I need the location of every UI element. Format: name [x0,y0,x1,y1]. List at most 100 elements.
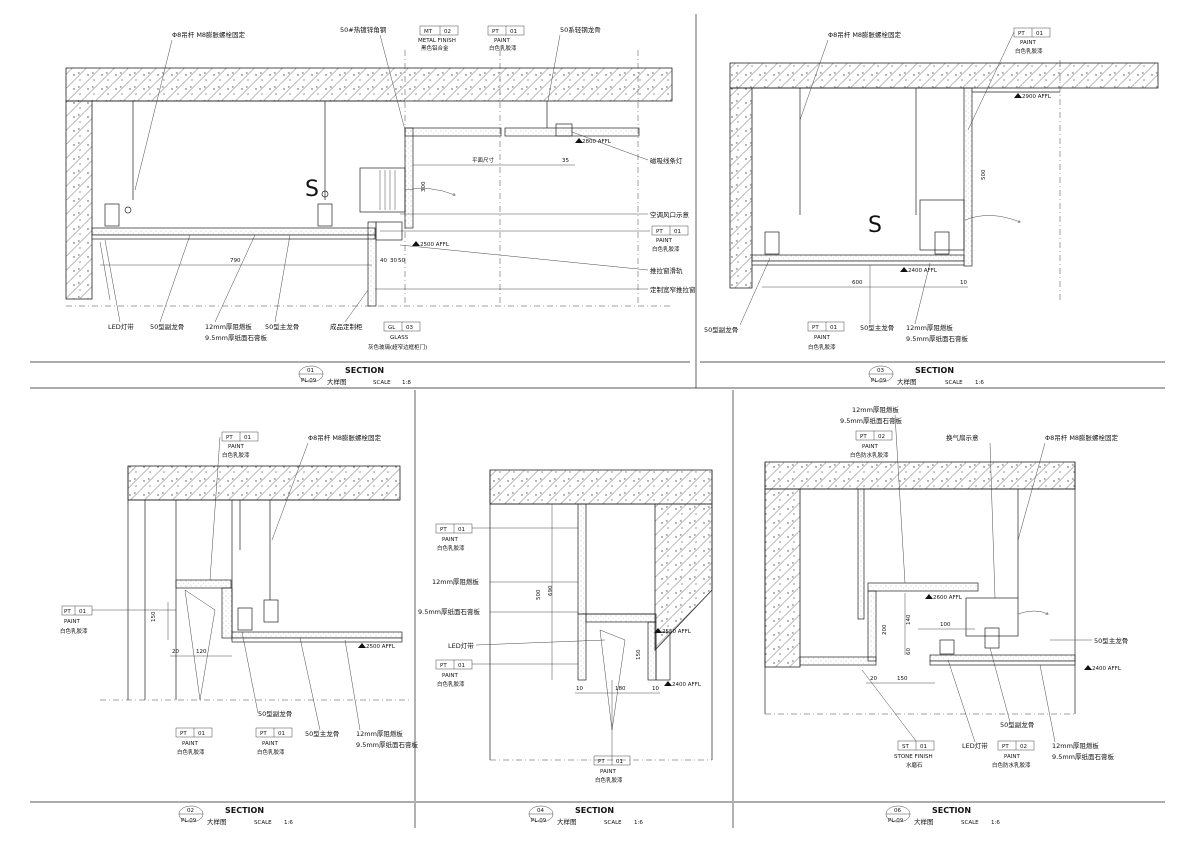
note-gypsum-06b: 9.5mm厚纸面石膏板 [1052,752,1115,761]
svg-text:01: 01 [830,325,837,331]
svg-text:大样图: 大样图 [327,377,347,386]
dim-180-04: 180 [615,686,626,692]
slab-01 [65,67,673,102]
svg-text:PL-09: PL-09 [181,818,197,824]
svg-text:01: 01 [920,744,927,750]
svg-text:白色乳胶漆: 白色乳胶漆 [595,776,623,784]
svg-text:PT: PT [64,609,71,615]
level-03-a: 2900 AFFL [1022,94,1052,100]
dim-10: 10 [960,280,967,286]
note-steel-keel: 50系轻钢龙骨 [560,25,601,34]
tag-st-01: ST 01 STONE FINISH 水磨石 [894,740,935,769]
svg-text:白色乳胶漆: 白色乳胶漆 [489,44,517,52]
symbol-s-01: S [305,177,319,202]
svg-text:04: 04 [537,808,544,814]
svg-text:1:6: 1:6 [634,820,643,826]
dim-60-06: 60 [906,648,912,655]
svg-text:SCALE: SCALE [604,820,622,826]
svg-text:黑色铝合金: 黑色铝合金 [421,44,449,52]
svg-text:PL-09: PL-09 [531,818,547,824]
note-sub-keel-01: 50型副龙骨 [150,322,184,331]
svg-text:PL-09: PL-09 [301,378,317,384]
svg-text:06: 06 [894,808,901,814]
svg-text:02: 02 [878,434,885,440]
svg-text:SCALE: SCALE [945,380,963,386]
note-board-12-06b: 12mm厚阻燃板 [1052,741,1099,750]
dim-20-06: 20 [870,676,877,682]
note-led-06: LED灯带 [962,741,988,750]
svg-text:SECTION: SECTION [225,806,264,815]
svg-text:SECTION: SECTION [932,806,971,815]
title-block-02: 02 PL-09 SECTION 大样图 SCALE 1:6 [30,801,414,826]
svg-text:03: 03 [406,325,413,331]
dim-500-04: 500 [536,589,542,600]
level-01-a: 2800 AFFL [582,139,612,145]
note-exhaust-fan: 换气扇示意 [946,433,979,442]
svg-text:METAL FINISH: METAL FINISH [418,38,456,44]
svg-text:白色乳胶漆: 白色乳胶漆 [222,451,250,459]
dim-10-04: 10 [576,686,583,692]
svg-text:白色乳胶漆: 白色乳胶漆 [437,544,465,552]
note-board-12-02: 12mm厚阻燃板 [356,729,403,738]
svg-text:大样图: 大样图 [207,817,227,826]
dim-150-02: 150 [151,611,157,622]
note-hanger-03: Φ8吊杆 M8膨胀螺栓固定 [828,30,902,39]
svg-text:水磨石: 水磨石 [906,761,923,769]
svg-text:1:6: 1:6 [975,380,984,386]
tag-pt-01-side: PT 01 PAINT 白色乳胶漆 [651,225,689,253]
note-led-01: LED灯带 [108,322,134,331]
svg-text:MT: MT [424,29,433,35]
svg-text:白色乳胶漆: 白色乳胶漆 [652,245,680,253]
svg-text:1:6: 1:6 [284,820,293,826]
title-block-06: 06 PL-09 SECTION 大样图 SCALE 1:6 [734,801,1165,826]
tag-pt-04-a: PT 01 PAINT 白色乳胶漆 [435,523,473,552]
dim-35: 35 [562,158,569,164]
dim-600: 600 [852,280,863,286]
title-block-03: 03 PL-09 SECTION 大样图 SCALE 1:6 [700,361,1165,386]
note-hanger-01: Φ8吊杆 M8膨胀螺栓固定 [172,30,246,39]
note-gypsum-01: 9.5mm厚纸面石膏板 [205,333,268,342]
tag-pt-02-left: PT 01 PAINT 白色乳胶漆 [60,605,93,635]
tag-pt-04-b: PT 01 PAINT 白色乳胶漆 [435,659,473,688]
svg-text:PAINT: PAINT [228,444,244,450]
note-gypsum-03: 9.5mm厚纸面石膏板 [906,334,969,343]
svg-text:PT: PT [656,229,663,235]
level-03-b: 2400 AFFL [908,268,938,274]
dim-100-06: 100 [940,622,951,628]
note-hanger-06: Φ8吊杆 M8膨胀螺栓固定 [1045,433,1119,442]
svg-text:01: 01 [458,663,465,669]
dim-150-04: 150 [636,649,642,660]
svg-text:PT: PT [180,731,187,737]
section-01: S 790 40 30 50 平面尺寸 35 300 2800 AFFL 250… [30,25,696,386]
dim-500: 500 [981,169,987,180]
section-04: 500 690 150 10 180 10 2550 AFFL 2400 AFF… [416,469,732,826]
svg-text:01: 01 [674,229,681,235]
svg-text:STONE FINISH: STONE FINISH [894,754,933,760]
section-06: 140 200 60 100 20 150 2600 AFFL 2400 AFF… [734,405,1165,826]
svg-text:1:8: 1:8 [402,380,411,386]
level-06-a: 2600 AFFL [933,595,963,601]
svg-text:01: 01 [198,731,205,737]
svg-text:02: 02 [444,29,451,35]
svg-text:PT: PT [598,759,605,765]
note-sub-keel-02: 50型副龙骨 [258,709,292,718]
svg-text:PT: PT [260,731,267,737]
note-led-04: LED灯带 [448,641,474,650]
svg-text:01: 01 [244,435,251,441]
svg-text:PT: PT [812,325,819,331]
dim-10b-04: 10 [652,686,659,692]
symbol-s-03: S [868,213,882,238]
note-board-12-06a: 12mm厚阻燃板 [852,405,899,414]
svg-text:PAINT: PAINT [494,38,510,44]
note-board-12-04: 12mm厚阻燃板 [432,577,479,586]
dim-790: 790 [230,258,241,264]
svg-text:02: 02 [1020,744,1027,750]
svg-text:ST: ST [902,744,909,750]
section-02: 150 20 120 2500 AFFL PT 01 PAINT 白色乳胶漆 Φ… [30,431,419,826]
svg-text:03: 03 [877,368,884,374]
level-04-a: 2550 AFFL [662,629,692,635]
dim-20-02: 20 [172,649,179,655]
note-main-keel-06: 50型主龙骨 [1094,636,1128,645]
note-board-12-03: 12mm厚阻燃板 [906,323,953,332]
